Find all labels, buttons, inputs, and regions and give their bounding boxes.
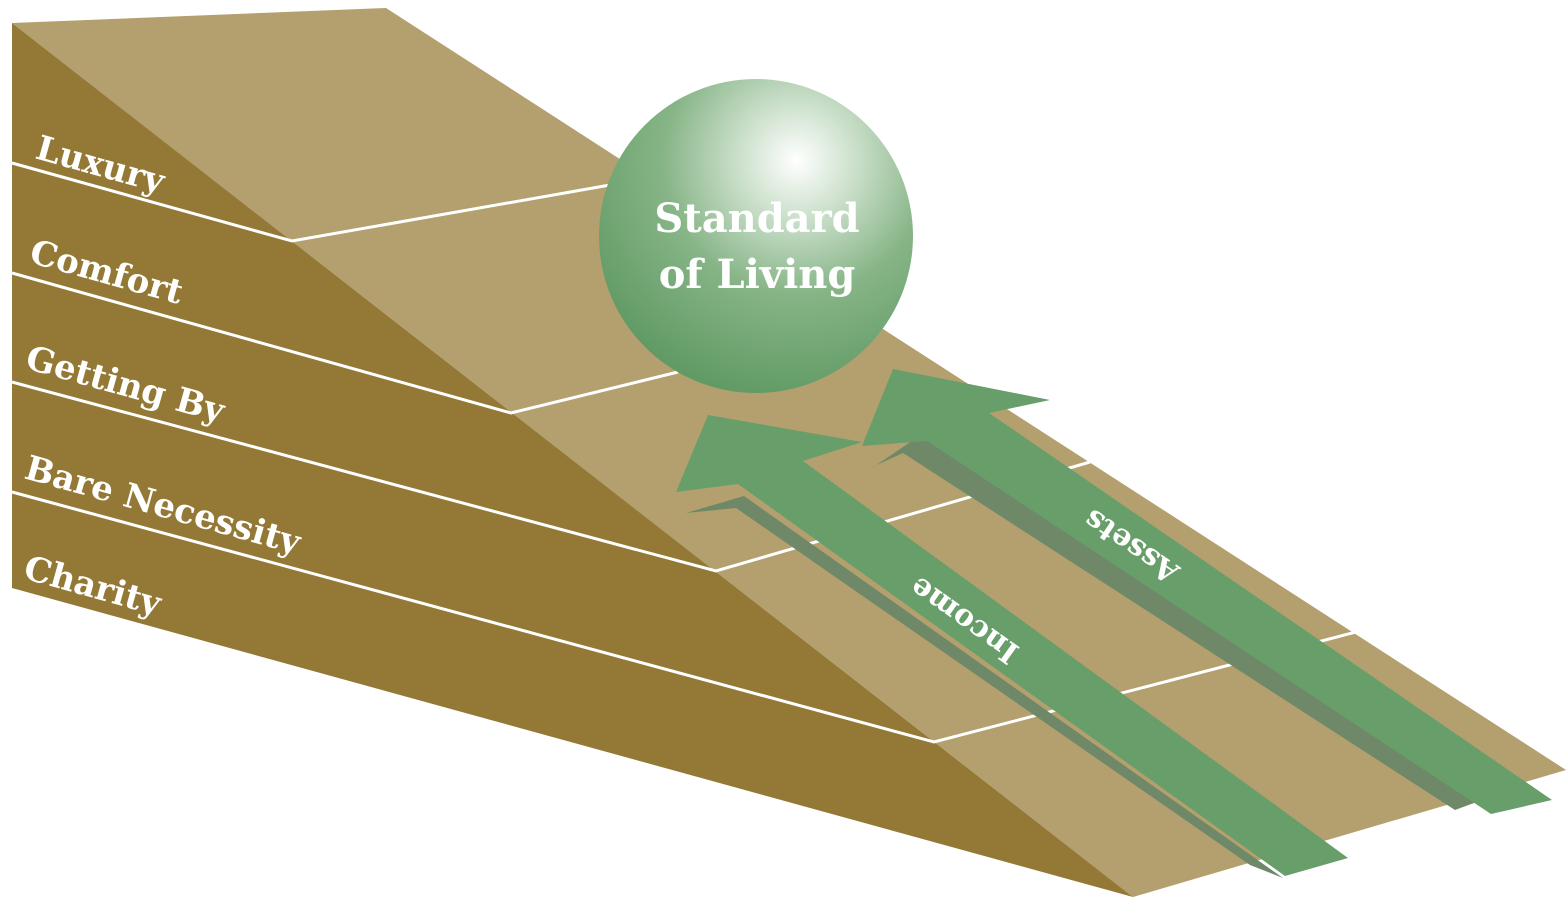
- assets-arrow-shadow: [870, 430, 1482, 810]
- standard-of-living-ball: [599, 79, 913, 393]
- tier-boundaries: [11, 161, 1357, 744]
- income-arrow-body: [676, 415, 1348, 876]
- ball-label-line2: of Living: [659, 251, 856, 298]
- assets-arrow: [862, 369, 1552, 814]
- tier-line-barenecessity-charity: [11, 490, 1357, 744]
- tier-line-luxury-comfort: [11, 161, 611, 243]
- tier-line-gettingby-barenecessity: [11, 380, 1091, 573]
- ball-label-line1: Standard: [654, 195, 859, 242]
- assets-arrow-body: [862, 369, 1552, 814]
- income-arrow-shadow: [686, 496, 1283, 878]
- income-arrow: [676, 415, 1348, 878]
- tier-line-comfort-gettingby: [11, 271, 679, 415]
